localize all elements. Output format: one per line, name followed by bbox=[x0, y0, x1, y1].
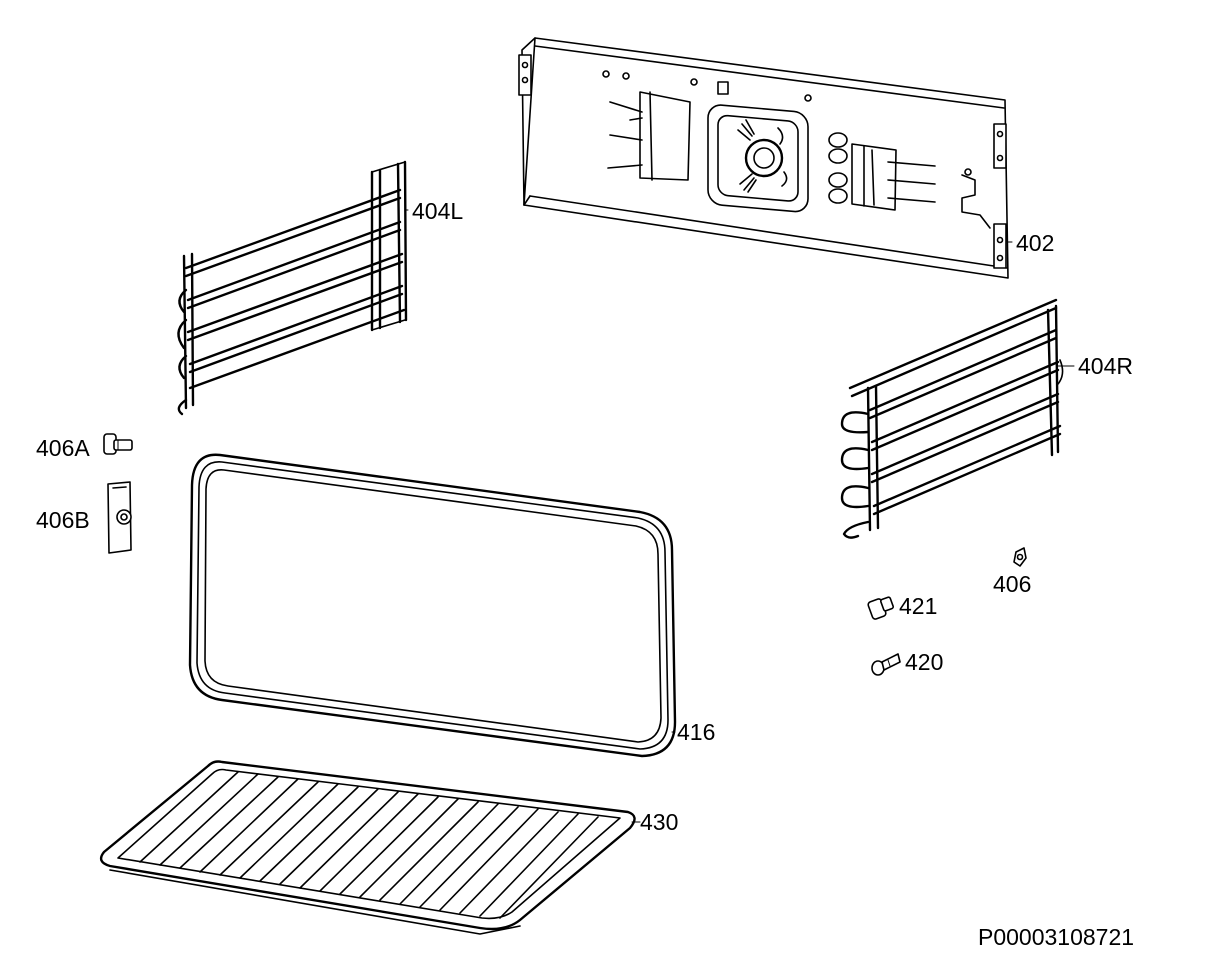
part-label-420: 420 bbox=[905, 649, 943, 675]
part-label-416: 416 bbox=[677, 719, 715, 745]
shelf-support-right-icon bbox=[840, 298, 1064, 539]
part-label-404L: 404L bbox=[412, 198, 463, 224]
part-label-406: 406 bbox=[993, 571, 1031, 597]
part-label-406B: 406B bbox=[36, 507, 90, 533]
document-id: P00003108721 bbox=[978, 924, 1134, 950]
part-label-421: 421 bbox=[899, 593, 937, 619]
part-label-404R: 404R bbox=[1078, 353, 1133, 379]
leader-lines bbox=[404, 209, 1075, 823]
part-label-430: 430 bbox=[640, 809, 678, 835]
shelf-support-left-icon bbox=[177, 160, 408, 416]
part-label-402: 402 bbox=[1016, 230, 1054, 256]
bracket-icon bbox=[107, 481, 132, 554]
back-panel-icon bbox=[518, 37, 1009, 279]
wire-grid-shelf-icon bbox=[99, 760, 636, 935]
nut-icon bbox=[1013, 547, 1027, 567]
part-label-406A: 406A bbox=[36, 435, 90, 461]
bolt-icon bbox=[867, 596, 894, 620]
screw-icon bbox=[103, 433, 133, 455]
door-seal-icon bbox=[188, 453, 677, 758]
screw-icon bbox=[871, 653, 901, 676]
